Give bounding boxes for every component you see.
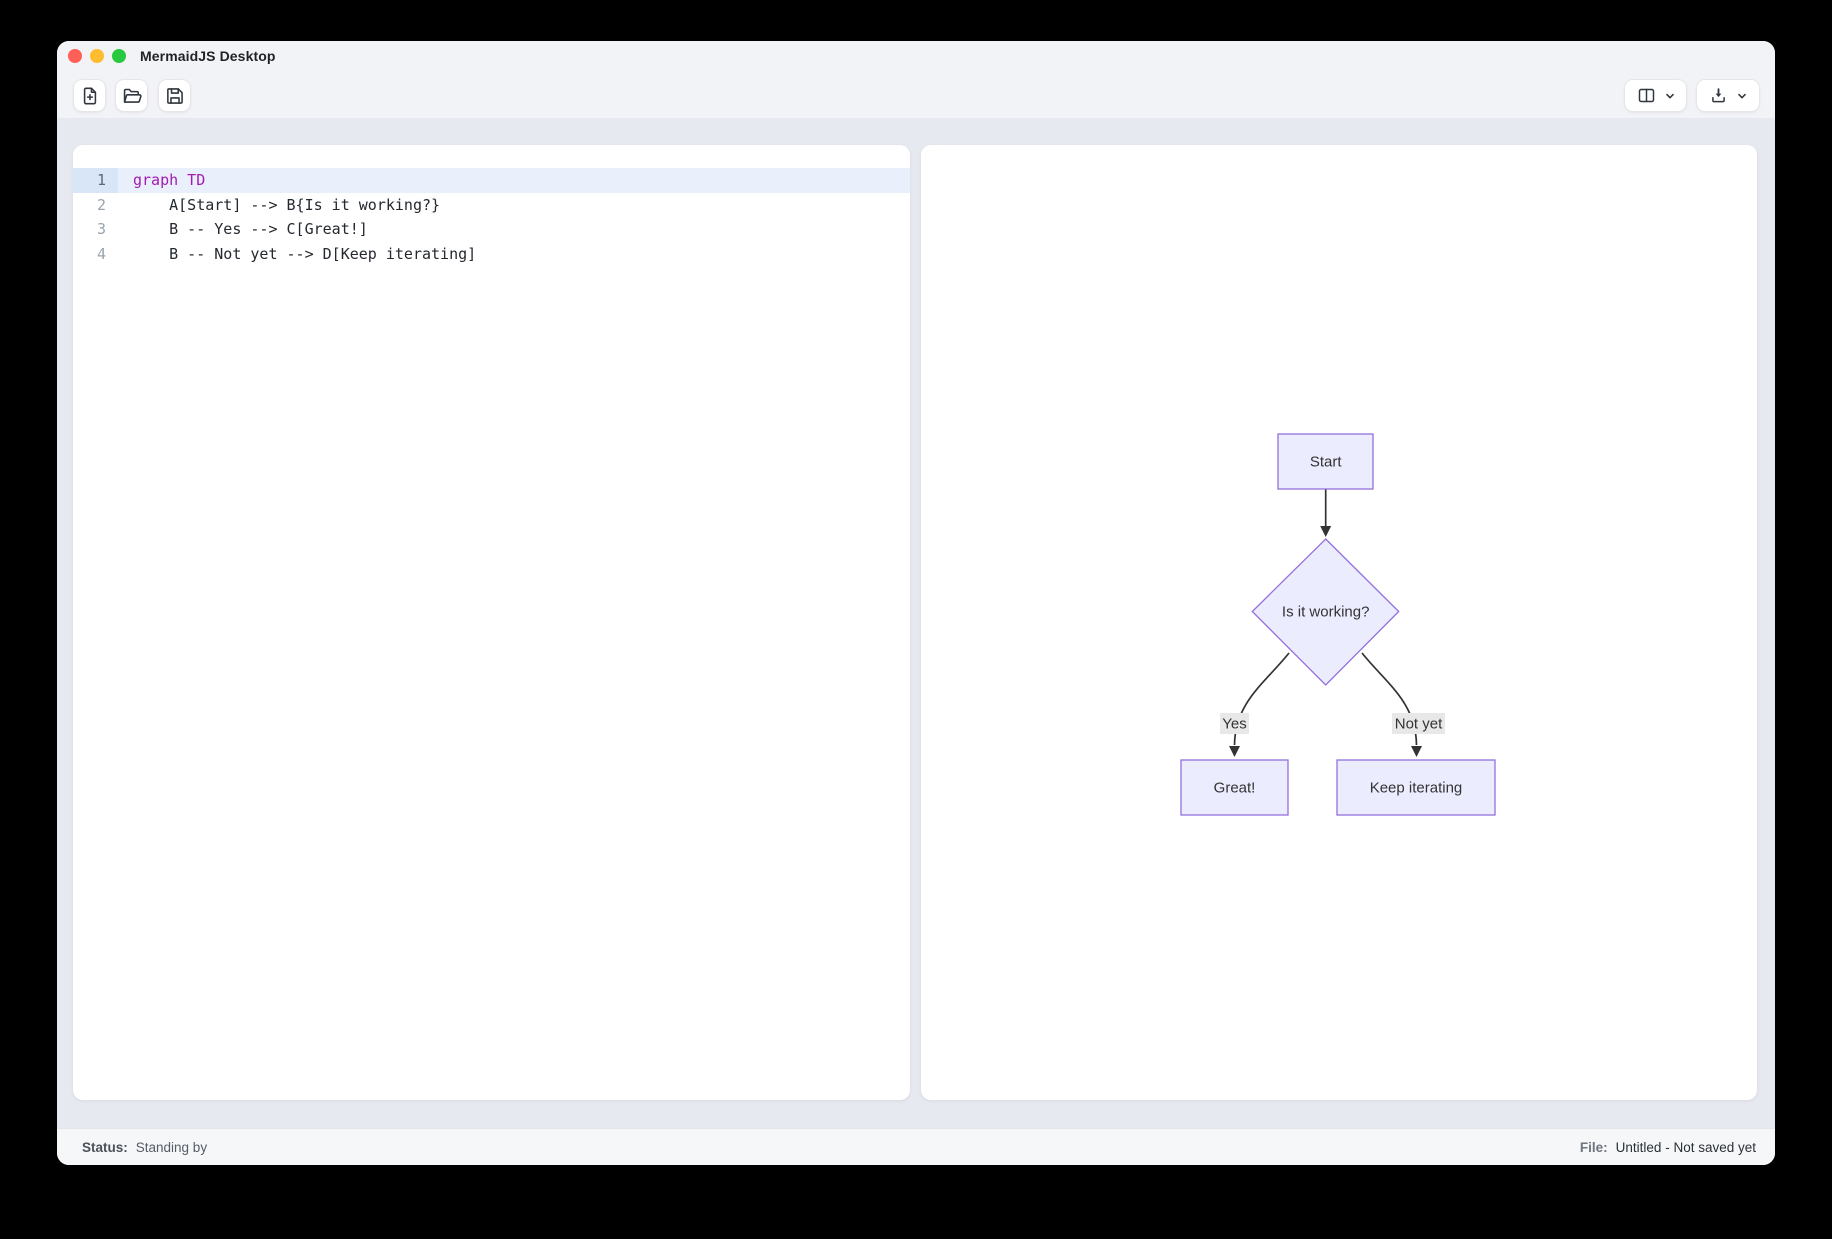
- titlebar: MermaidJS Desktop: [57, 41, 1775, 118]
- node-keep-iterating: Keep iterating: [1336, 759, 1496, 816]
- node-great: Great!: [1180, 759, 1289, 816]
- code-text: graph TD: [133, 171, 206, 189]
- code-editor[interactable]: 1 graph TD 2 A[Start] --> B{Is it workin…: [73, 145, 910, 266]
- line-number: 1: [73, 168, 118, 193]
- code-line-4[interactable]: 4 B -- Not yet --> D[Keep iterating]: [73, 242, 910, 267]
- close-window-button[interactable]: [68, 49, 82, 63]
- file-group: File: Untitled - Not saved yet: [1580, 1140, 1756, 1155]
- open-file-button[interactable]: [115, 79, 148, 112]
- file-value: Untitled - Not saved yet: [1615, 1139, 1756, 1155]
- export-button[interactable]: [1696, 79, 1760, 112]
- svg-text:Yes: Yes: [1222, 716, 1246, 733]
- split-view-icon: [1636, 85, 1657, 106]
- svg-text:Is it working?: Is it working?: [1282, 604, 1370, 621]
- edge-decision-to-yes: [1229, 652, 1290, 757]
- new-file-icon: [79, 85, 101, 107]
- diagram-preview-panel: Yes Not yet Start Is it working?: [921, 145, 1757, 1100]
- chevron-down-icon: [1664, 90, 1676, 102]
- zoom-window-button[interactable]: [112, 49, 126, 63]
- status-bar: Status: Standing by File: Untitled - Not…: [57, 1128, 1775, 1165]
- svg-text:Keep iterating: Keep iterating: [1370, 780, 1463, 797]
- view-mode-button[interactable]: [1624, 79, 1687, 112]
- edge-start-to-decision: [1320, 489, 1332, 537]
- status-group: Status: Standing by: [82, 1140, 207, 1155]
- code-editor-panel[interactable]: 1 graph TD 2 A[Start] --> B{Is it workin…: [73, 145, 910, 1100]
- code-line-1[interactable]: 1 graph TD: [73, 168, 910, 193]
- save-icon: [164, 85, 186, 107]
- code-line-3[interactable]: 3 B -- Yes --> C[Great!]: [73, 217, 910, 242]
- mermaid-diagram: Yes Not yet Start Is it working?: [1180, 433, 1496, 816]
- save-file-button[interactable]: [158, 79, 191, 112]
- node-start: Start: [1277, 433, 1374, 490]
- code-text: B -- Yes --> C[Great!]: [133, 220, 368, 238]
- line-number: 2: [96, 195, 106, 214]
- open-folder-icon: [121, 85, 143, 107]
- main-content: 1 graph TD 2 A[Start] --> B{Is it workin…: [57, 118, 1775, 1128]
- code-line-2[interactable]: 2 A[Start] --> B{Is it working?}: [73, 193, 910, 218]
- app-window: MermaidJS Desktop: [57, 41, 1775, 1165]
- code-text: B -- Not yet --> D[Keep iterating]: [133, 244, 477, 263]
- file-label: File:: [1579, 1139, 1608, 1155]
- edge-label-not-yet: Not yet: [1392, 713, 1445, 734]
- line-number: 4: [96, 244, 106, 263]
- window-title: MermaidJS Desktop: [140, 48, 276, 64]
- chevron-down-icon: [1736, 90, 1748, 102]
- edge-decision-to-no: [1361, 652, 1422, 757]
- minimize-window-button[interactable]: [90, 49, 104, 63]
- line-number: 3: [96, 220, 106, 238]
- download-icon: [1708, 85, 1729, 106]
- status-value: Standing by: [135, 1139, 208, 1155]
- edge-label-yes: Yes: [1220, 713, 1249, 734]
- status-label: Status:: [82, 1139, 128, 1155]
- node-decision: Is it working?: [1251, 538, 1400, 686]
- svg-text:Not yet: Not yet: [1395, 716, 1443, 733]
- svg-text:Start: Start: [1310, 454, 1343, 471]
- new-file-button[interactable]: [73, 79, 106, 112]
- svg-text:Great!: Great!: [1214, 780, 1256, 797]
- code-text: A[Start] --> B{Is it working?}: [133, 195, 441, 214]
